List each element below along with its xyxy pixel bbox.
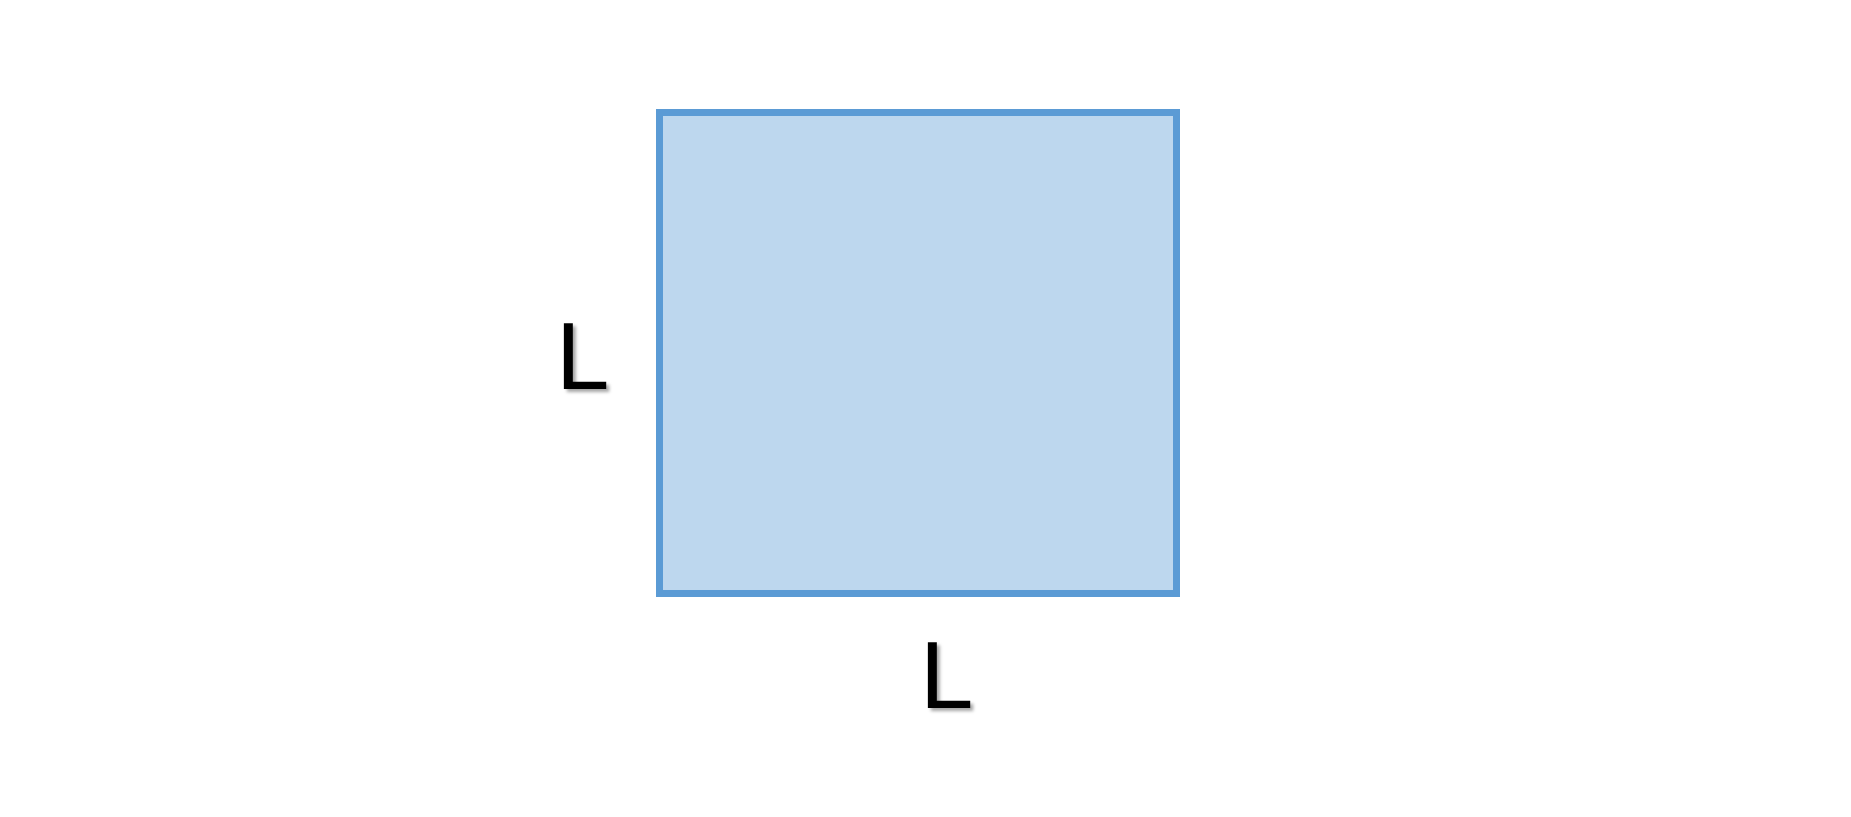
square-shape bbox=[656, 109, 1180, 597]
left-side-length-label: L bbox=[556, 303, 610, 410]
bottom-side-length-label: L bbox=[920, 622, 974, 729]
